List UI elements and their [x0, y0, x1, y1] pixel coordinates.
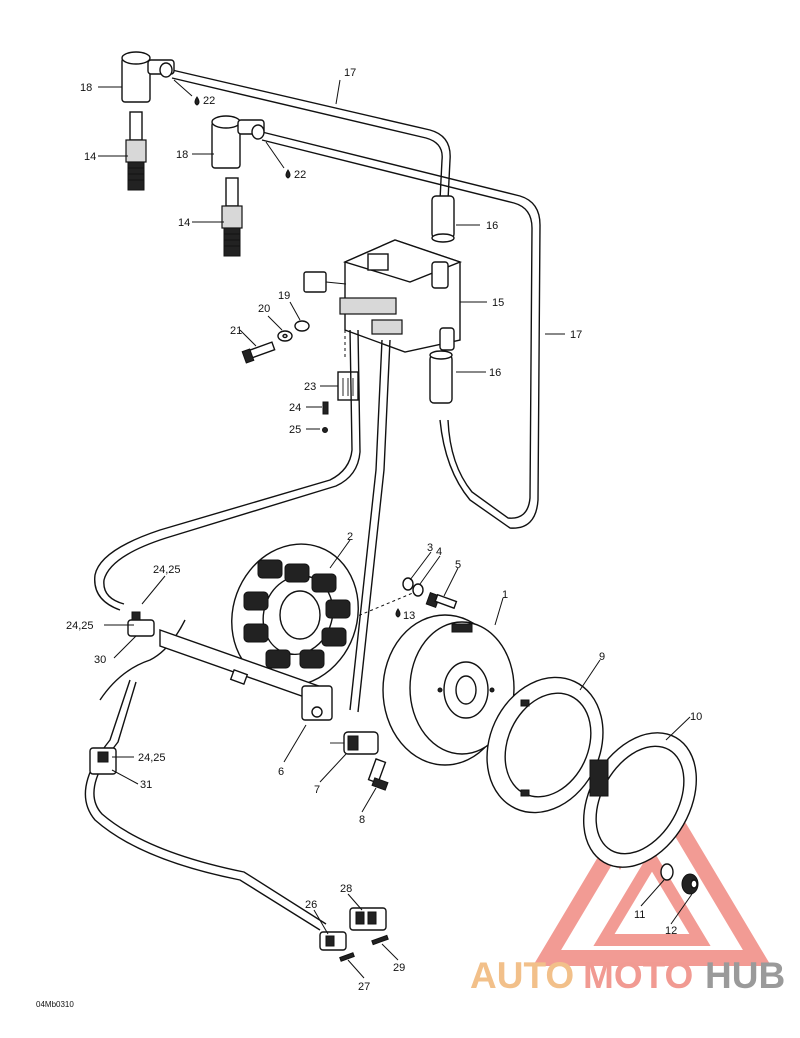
spark-plug-14-lower	[221, 177, 243, 257]
callout-11: 11	[634, 909, 645, 921]
callout-10: 10	[690, 711, 702, 723]
callout-14-lower: 14	[178, 217, 190, 229]
callout-2: 2	[347, 531, 353, 543]
callout-6: 6	[278, 766, 284, 778]
callout-17-lower: 17	[570, 329, 582, 341]
document-id: 04Mb0310	[36, 1000, 74, 1009]
callout-1: 1	[502, 589, 508, 601]
callout-16-lower: 16	[489, 367, 501, 379]
callout-4: 4	[436, 546, 442, 558]
callout-16-upper: 16	[486, 220, 498, 232]
connector-31	[89, 747, 117, 775]
screw-8	[367, 758, 389, 791]
coil-wire-connector	[303, 271, 347, 293]
watermark-hub: HUB	[705, 955, 785, 996]
watermark-auto: AUTO	[470, 955, 574, 996]
stator-2	[231, 543, 359, 687]
callout-21: 21	[230, 325, 242, 337]
callout-22-upper: 22	[203, 95, 215, 107]
boot-16-lower	[429, 350, 453, 404]
loctite-drop-icon	[194, 96, 401, 618]
callout-29: 29	[393, 962, 405, 974]
callout-30: 30	[94, 654, 106, 666]
callout-24-25-upper: 24,25	[153, 564, 181, 576]
callout-3: 3	[427, 542, 433, 554]
washer-3	[402, 577, 414, 591]
connector-28	[349, 907, 387, 931]
callout-26: 26	[305, 899, 317, 911]
callout-27: 27	[358, 981, 370, 993]
callout-17-upper: 17	[344, 67, 356, 79]
seal-25	[322, 427, 328, 433]
harness-bracket-6	[159, 629, 333, 721]
boot-16-upper	[431, 195, 455, 243]
terminal-29	[371, 934, 389, 946]
connector-housing-23	[337, 371, 359, 401]
watermark-text: AUTO MOTO HUB	[470, 955, 785, 996]
callout-18-upper: 18	[80, 82, 92, 94]
leader-lines	[98, 79, 693, 979]
connector-30	[127, 611, 155, 637]
callout-25: 25	[289, 424, 301, 436]
callout-8: 8	[359, 814, 365, 826]
watermark-moto: MOTO	[583, 955, 693, 996]
screw-5	[425, 592, 458, 610]
nut-12	[681, 873, 699, 895]
callout-24-25-middle: 24,25	[66, 620, 94, 632]
wiring-harness	[84, 329, 421, 931]
spark-plug-cap-18-lower	[211, 115, 265, 169]
callout-15: 15	[492, 297, 504, 309]
callout-20: 20	[258, 303, 270, 315]
callout-28: 28	[340, 883, 352, 895]
connector-26	[319, 931, 347, 951]
washer-11	[660, 863, 674, 881]
callout-18-lower: 18	[176, 149, 188, 161]
flat-washer-20	[277, 330, 293, 342]
connector-block-7	[330, 731, 379, 755]
callout-19: 19	[278, 290, 290, 302]
callout-23: 23	[304, 381, 316, 393]
callout-5: 5	[455, 559, 461, 571]
callout-24: 24	[289, 402, 301, 414]
cover-10	[582, 732, 698, 868]
screw-21	[241, 341, 276, 364]
callout-24-25-lower: 24,25	[138, 752, 166, 764]
spark-plug-cap-18-upper	[121, 51, 175, 103]
callout-13: 13	[403, 610, 415, 622]
spark-plug-14-upper	[125, 111, 147, 191]
callout-12: 12	[665, 925, 677, 937]
starter-pulley-9	[486, 676, 604, 814]
flywheel-1	[382, 614, 515, 766]
lock-washer-19	[294, 320, 310, 332]
washer-4	[412, 583, 424, 597]
callout-31: 31	[140, 779, 152, 791]
high-tension-wire-17	[171, 69, 541, 529]
callout-22-lower: 22	[294, 169, 306, 181]
terminal-24	[322, 401, 329, 415]
callout-9: 9	[599, 651, 605, 663]
callout-7: 7	[314, 784, 320, 796]
callout-labels: 1 2 3 4 5 6 7 8 9 10 11 12 13 14 14 15 1…	[66, 67, 702, 993]
callout-14-upper: 14	[84, 151, 96, 163]
terminal-27	[339, 952, 355, 962]
